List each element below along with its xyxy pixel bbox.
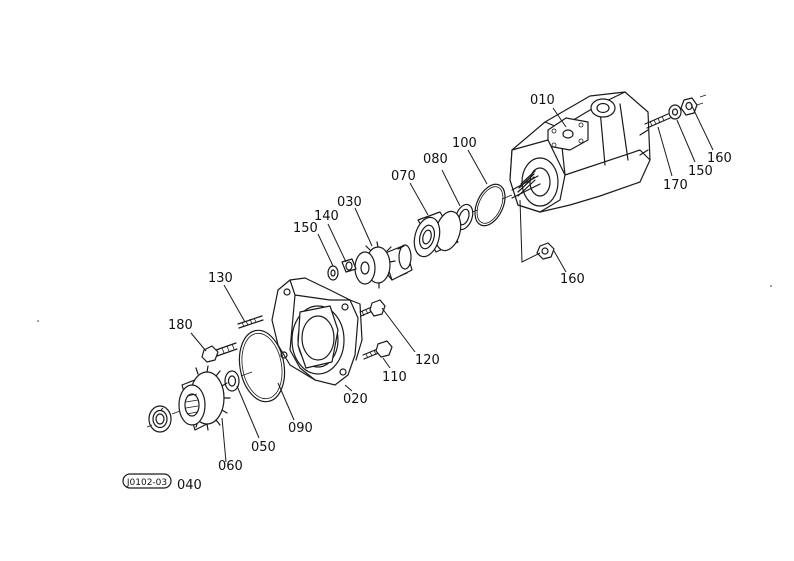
leader-lines [160,103,714,463]
label-160-lower[interactable]: 160 [560,272,585,287]
assembly-centerline [37,94,772,428]
label-150-left[interactable]: 150 [293,221,318,236]
part-070-bearing[interactable] [410,209,465,260]
label-050[interactable]: 050 [251,440,276,455]
label-120[interactable]: 120 [415,353,440,368]
part-140-spacer[interactable] [341,258,357,273]
label-180[interactable]: 180 [168,318,193,333]
label-040[interactable]: 040 [177,478,202,493]
part-160-nut-lower[interactable] [536,242,555,260]
label-010[interactable]: 010 [530,93,555,108]
part-110-bolt[interactable] [362,340,393,360]
label-110[interactable]: 110 [382,370,407,385]
part-090-o-ring[interactable] [234,327,290,406]
part-060-gear[interactable] [178,365,231,431]
label-070[interactable]: 070 [391,169,416,184]
label-060[interactable]: 060 [218,459,243,474]
part-020-cover[interactable] [271,277,363,386]
part-030-gear-shaft[interactable] [354,241,413,289]
part-100-o-ring[interactable] [469,180,511,231]
part-150-washer-right[interactable] [668,104,682,120]
part-010-pump-body[interactable] [509,91,651,213]
part-150-washer-left[interactable] [327,265,339,281]
label-130[interactable]: 130 [208,271,233,286]
reference-code-stamp: J0102-03 [122,473,172,489]
part-120-bolt[interactable] [359,299,386,317]
label-150-right[interactable]: 150 [688,164,713,179]
part-180-bolt[interactable] [201,342,238,363]
label-140[interactable]: 140 [314,209,339,224]
part-labels: 010 020 030 040 050 060 070 080 090 100 … [168,93,732,493]
label-160-right[interactable]: 160 [707,151,732,166]
part-050-snap-ring[interactable] [224,370,240,392]
reference-code: J0102-03 [126,478,167,488]
label-170[interactable]: 170 [663,178,688,193]
label-080[interactable]: 080 [423,152,448,167]
label-090[interactable]: 090 [288,421,313,436]
label-020[interactable]: 020 [343,392,368,407]
label-100[interactable]: 100 [452,136,477,151]
label-030[interactable]: 030 [337,195,362,210]
part-170-stud[interactable] [644,113,671,129]
part-130-stud[interactable] [237,315,264,329]
part-040-oil-seal[interactable] [148,405,172,433]
